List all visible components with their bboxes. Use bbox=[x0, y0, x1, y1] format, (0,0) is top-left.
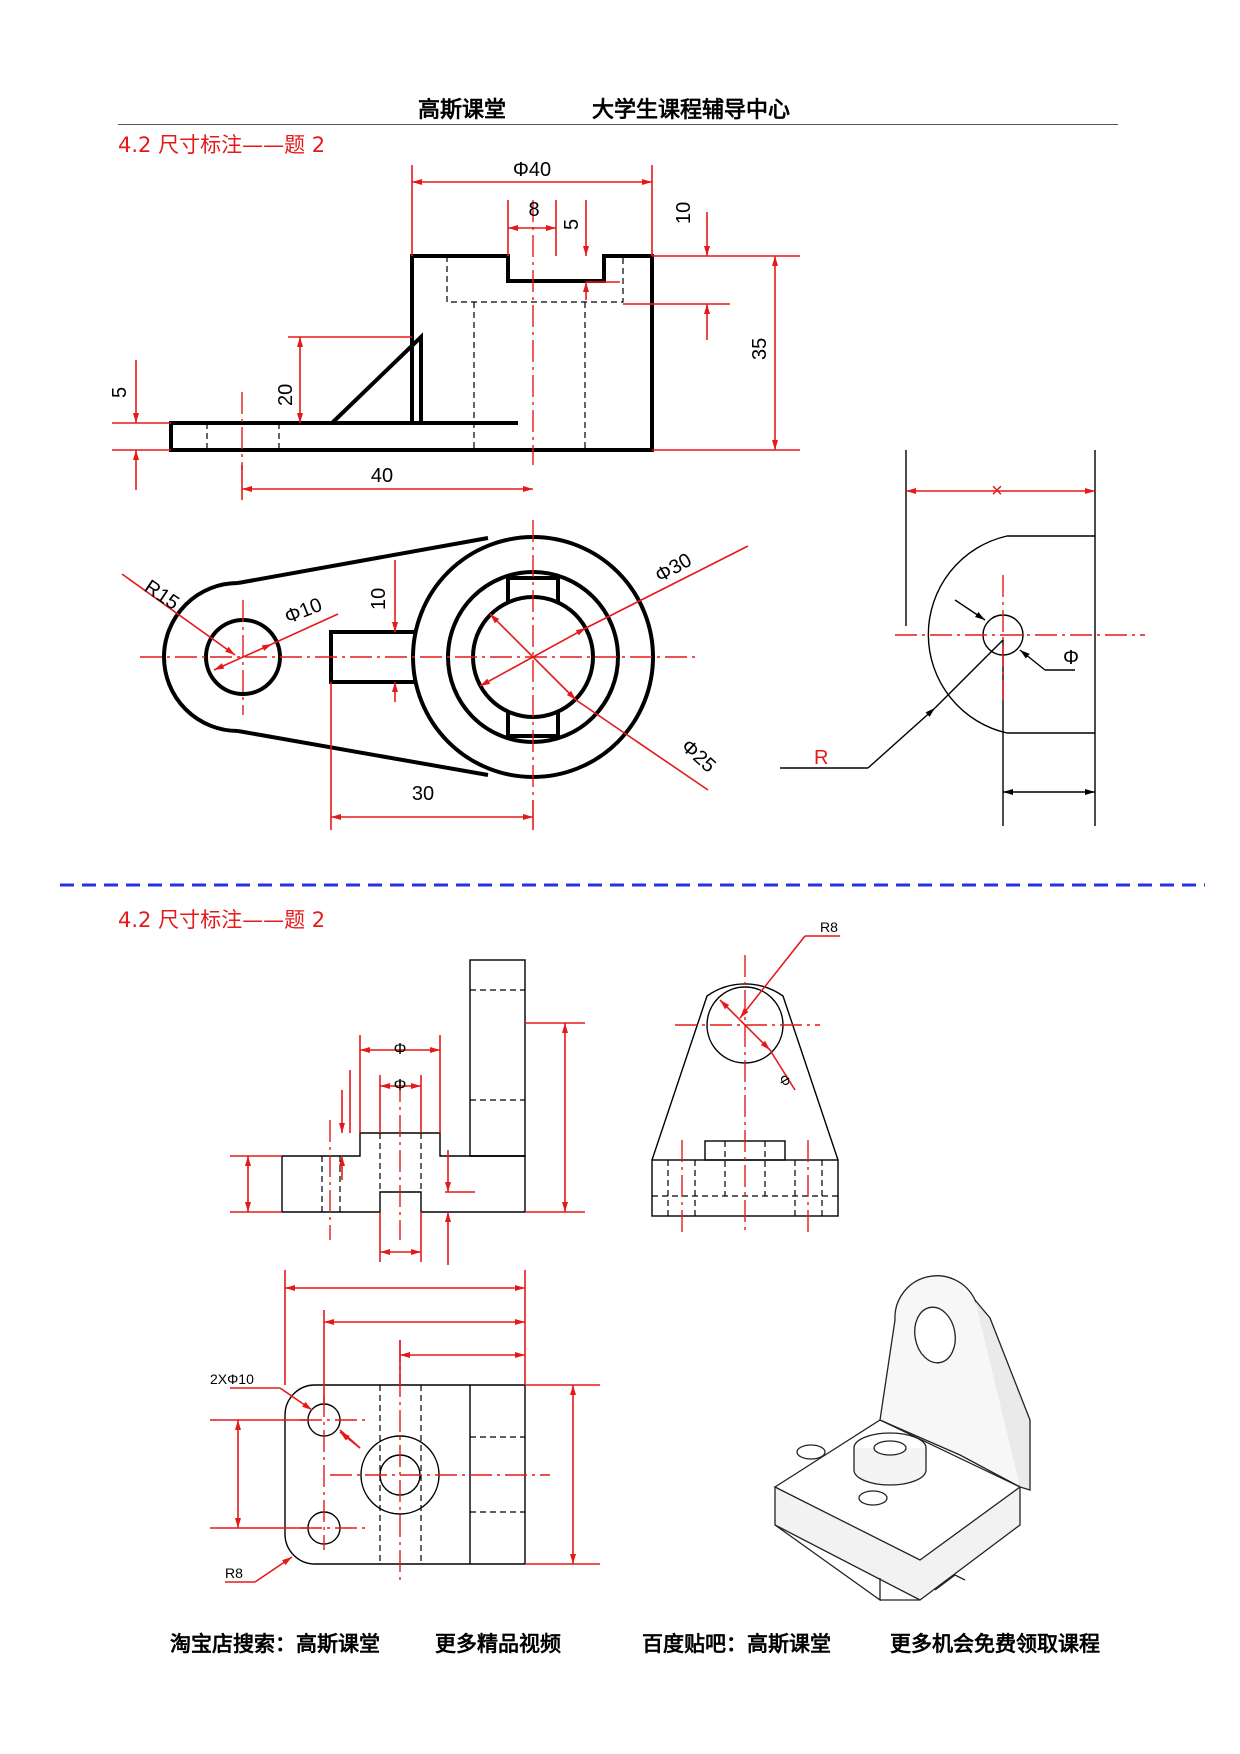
s1-dim-10: 10 bbox=[673, 202, 695, 224]
header-brand: 高斯课堂 bbox=[418, 98, 507, 123]
footer-videos: 更多精品视频 bbox=[435, 1632, 561, 1656]
s1-dim-8: 8 bbox=[528, 199, 539, 221]
s2-dim-holes: 2XΦ10 bbox=[210, 1371, 254, 1387]
header-subtitle: 大学生课程辅导中心 bbox=[592, 98, 791, 123]
s2-top-dimensions: 2XΦ10 R8 bbox=[210, 1270, 600, 1583]
footer-courses: 更多机会免费领取课程 bbox=[890, 1632, 1100, 1656]
s2-dim-r8-side: R8 bbox=[820, 919, 838, 935]
s1-dim-x: × bbox=[991, 480, 1003, 502]
s1-dim-dia25: Φ25 bbox=[677, 735, 720, 777]
s1-dim-dia40: Φ40 bbox=[513, 159, 551, 181]
footer-taobao: 淘宝店搜索：高斯课堂 bbox=[170, 1632, 380, 1656]
s2-side-view: R8 Φ bbox=[651, 919, 840, 1235]
s1-side-view: × Φ R bbox=[780, 450, 1145, 826]
section1-title: 4.2 尺寸标注——题 2 bbox=[118, 133, 326, 157]
s1-dim-5-left: 5 bbox=[109, 387, 131, 398]
s1-dim-35: 35 bbox=[749, 338, 771, 360]
s2-dim-r8-top: R8 bbox=[225, 1565, 243, 1581]
s1-dim-40: 40 bbox=[371, 465, 393, 487]
s1-dim-5: 5 bbox=[561, 219, 583, 230]
s2-isometric-view bbox=[773, 1275, 1031, 1602]
s1-dim-30: 30 bbox=[412, 783, 434, 805]
s1-front-dimensions: Φ40 8 5 10 35 20 5 40 bbox=[109, 159, 800, 500]
section2-title: 4.2 尺寸标注——题 2 bbox=[118, 908, 326, 932]
s1-dim-phi: Φ bbox=[1063, 647, 1079, 669]
s1-dim-20: 20 bbox=[275, 384, 297, 406]
s2-dim-phi-inner: Φ bbox=[394, 1077, 407, 1094]
s1-dim-dia30: Φ30 bbox=[652, 549, 696, 587]
s1-top-view bbox=[140, 520, 700, 800]
s2-front-view bbox=[281, 959, 526, 1240]
s1-dim-r: R bbox=[814, 747, 828, 769]
s2-dim-phi-outer: Φ bbox=[394, 1041, 407, 1058]
header-rule bbox=[118, 124, 1118, 125]
s2-front-dimensions: Φ Φ bbox=[230, 1022, 585, 1265]
s1-front-view bbox=[169, 200, 654, 470]
page-header: 高斯课堂 大学生课程辅导中心 bbox=[0, 92, 1240, 123]
s1-dim-r15: R15 bbox=[140, 576, 183, 615]
s1-dim-10-top: 10 bbox=[368, 588, 390, 610]
footer-tieba: 百度贴吧：高斯课堂 bbox=[642, 1632, 831, 1656]
